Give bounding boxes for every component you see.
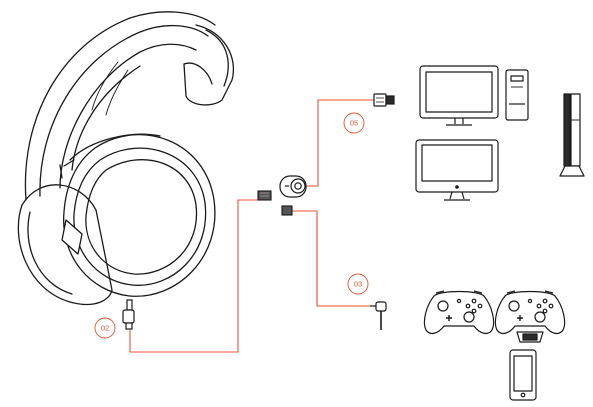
cables bbox=[129, 99, 374, 353]
console-cable bbox=[290, 210, 370, 307]
usb-plug-icon bbox=[373, 93, 395, 107]
label-05: 05 bbox=[343, 112, 365, 134]
desktop-monitor-icon bbox=[419, 65, 499, 126]
svg-text:03: 03 bbox=[354, 280, 362, 289]
ear-cushion bbox=[17, 184, 113, 306]
pc-cable bbox=[304, 99, 374, 187]
usb-hub-icon bbox=[279, 175, 307, 198]
smartphone-icon bbox=[509, 349, 537, 401]
svg-text:02: 02 bbox=[101, 324, 109, 333]
hub-output-plug-icon bbox=[281, 205, 293, 216]
headset-cable bbox=[129, 199, 258, 353]
headset-icon bbox=[17, 11, 234, 306]
svg-text:05: 05 bbox=[350, 119, 358, 128]
console-tower-icon bbox=[559, 93, 585, 177]
headset-jack-icon bbox=[122, 299, 135, 330]
hub-input-plug-icon bbox=[257, 190, 272, 201]
pc-tower-icon bbox=[505, 69, 529, 121]
earcup-shell bbox=[63, 134, 216, 297]
gamepad-icon bbox=[423, 290, 495, 335]
headband bbox=[24, 11, 216, 201]
label-02: 02 bbox=[94, 317, 116, 339]
gamepad-with-adapter-icon bbox=[494, 290, 566, 343]
label-03: 03 bbox=[347, 273, 369, 295]
all-in-one-icon bbox=[415, 139, 499, 201]
console-jack-icon bbox=[370, 301, 387, 330]
